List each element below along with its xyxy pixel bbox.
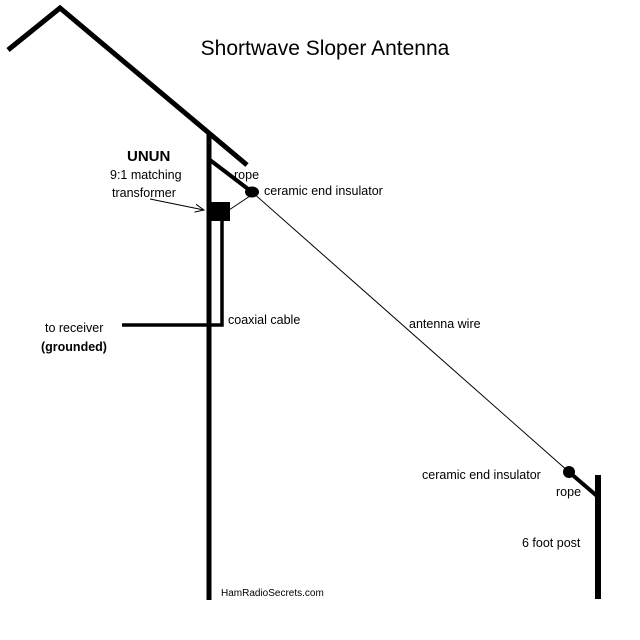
transformer-arrow: [149, 198, 204, 210]
insulator-top-label: ceramic end insulator: [264, 184, 383, 198]
rope-top-label: rope: [234, 168, 259, 182]
to-receiver-label: to receiver: [45, 321, 103, 335]
grounded-label: (grounded): [41, 340, 107, 354]
post-label: 6 foot post: [522, 536, 581, 550]
coaxial-cable: [122, 221, 224, 327]
transformer-label: transformer: [112, 186, 176, 200]
house-roof: [6, 4, 249, 167]
unun-to-insulator-wire: [228, 195, 251, 211]
unun-label: UNUN: [127, 148, 170, 165]
diagram-title: Shortwave Sloper Antenna: [201, 37, 450, 60]
insulator-bottom-label: ceramic end insulator: [422, 468, 541, 482]
matching-label: 9:1 matching: [110, 168, 182, 182]
credit-text: HamRadioSecrets.com: [221, 588, 324, 599]
antenna-wire-label: antenna wire: [409, 317, 481, 331]
rope-top: [208, 158, 254, 194]
rope-bottom-label: rope: [556, 485, 581, 499]
rope-bottom: [567, 470, 599, 498]
antenna-wire: [251, 191, 570, 473]
unun-box: [211, 202, 230, 221]
coax-label: coaxial cable: [228, 313, 300, 327]
